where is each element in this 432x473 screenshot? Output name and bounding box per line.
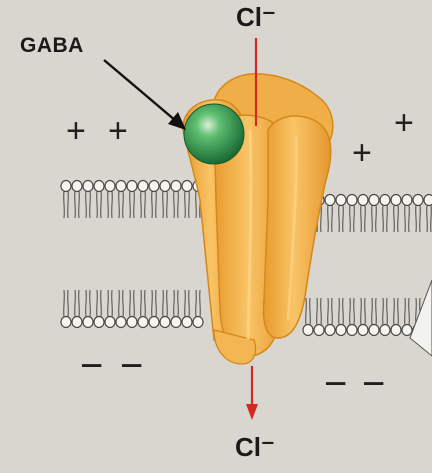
lipid-inner-leaflet (369, 298, 379, 336)
minus-sign-intracellular: − (324, 364, 347, 404)
minus-sign-intracellular: − (362, 364, 385, 404)
membrane-bilayer-right (303, 195, 432, 336)
lipid-inner-leaflet (182, 290, 192, 328)
chloride-label-top: Cl⁻ (236, 2, 276, 33)
plus-sign-extracellular: + (394, 106, 414, 140)
lipid-inner-leaflet (171, 290, 181, 328)
gaba-label: GABA (20, 34, 84, 58)
lipid-inner-leaflet (347, 298, 357, 336)
lipid-inner-leaflet (138, 290, 148, 328)
lipid-outer-leaflet (171, 181, 181, 219)
lipid-inner-leaflet (325, 298, 335, 336)
lipid-outer-leaflet (182, 181, 192, 219)
lipid-inner-leaflet (94, 290, 104, 328)
lipid-outer-leaflet (402, 195, 412, 233)
lipid-outer-leaflet (358, 195, 368, 233)
lipid-inner-leaflet (358, 298, 368, 336)
lipid-outer-leaflet (369, 195, 379, 233)
lipid-inner-leaflet (105, 290, 115, 328)
ion-path-arrowhead (246, 404, 258, 420)
plus-sign-extracellular: + (108, 114, 128, 148)
gaba-molecule (184, 104, 244, 164)
lipid-outer-leaflet (160, 181, 170, 219)
lipid-outer-leaflet (72, 181, 82, 219)
minus-sign-intracellular: − (120, 346, 143, 386)
lipid-outer-leaflet (413, 195, 423, 233)
lipid-inner-leaflet (61, 290, 71, 328)
lipid-inner-leaflet (127, 290, 137, 328)
lipid-inner-leaflet (83, 290, 93, 328)
lipid-outer-leaflet (325, 195, 335, 233)
lipid-inner-leaflet (149, 290, 159, 328)
lipid-inner-leaflet (160, 290, 170, 328)
lipid-inner-leaflet (391, 298, 401, 336)
chloride-label-bottom: Cl⁻ (235, 432, 275, 463)
lipid-outer-leaflet (149, 181, 159, 219)
lipid-outer-leaflet (116, 181, 126, 219)
lipid-outer-leaflet (424, 195, 432, 233)
lipid-outer-leaflet (380, 195, 390, 233)
membrane-bilayer-left (61, 181, 203, 328)
lipid-inner-leaflet (380, 298, 390, 336)
lipid-inner-leaflet (314, 298, 324, 336)
lipid-outer-leaflet (127, 181, 137, 219)
lipid-inner-leaflet (116, 290, 126, 328)
plus-sign-extracellular: + (352, 136, 372, 170)
lipid-outer-leaflet (83, 181, 93, 219)
lipid-outer-leaflet (347, 195, 357, 233)
lipid-outer-leaflet (336, 195, 346, 233)
lipid-inner-leaflet (336, 298, 346, 336)
lipid-inner-leaflet (193, 290, 203, 328)
lipid-outer-leaflet (94, 181, 104, 219)
lipid-inner-leaflet (72, 290, 82, 328)
lipid-outer-leaflet (138, 181, 148, 219)
plus-sign-extracellular: + (66, 114, 86, 148)
lipid-outer-leaflet (391, 195, 401, 233)
edge-fragment (410, 280, 432, 356)
lipid-inner-leaflet (303, 298, 313, 336)
lipid-outer-leaflet (61, 181, 71, 219)
lipid-inner-leaflet (402, 298, 412, 336)
minus-sign-intracellular: − (80, 346, 103, 386)
lipid-outer-leaflet (105, 181, 115, 219)
